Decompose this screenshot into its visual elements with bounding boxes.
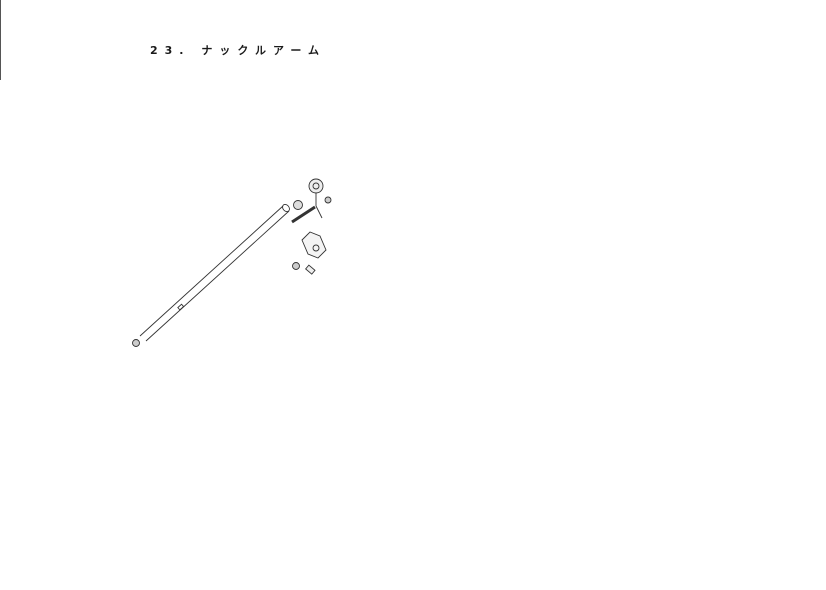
exploded-parts-diagram	[132, 178, 332, 347]
left-page-title: 23. ナックルアーム	[150, 44, 326, 57]
page-left-edge	[0, 0, 1, 80]
